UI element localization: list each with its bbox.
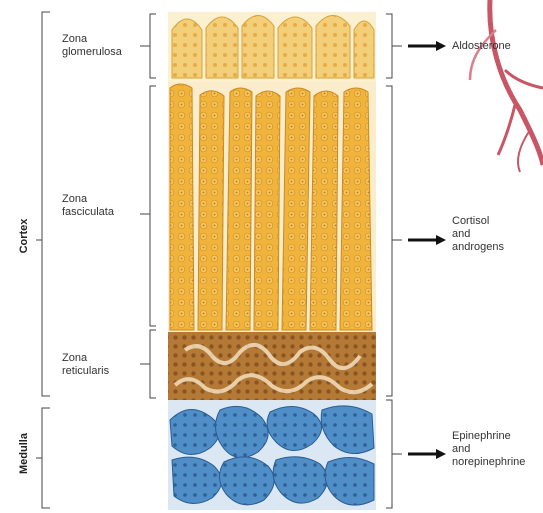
fasciculata-bracket <box>140 86 156 326</box>
zona-fasciculata-label: Zona fasciculata <box>62 193 114 219</box>
zona-glomerulosa-line-1: Zona <box>62 33 122 46</box>
zona-fasciculata-line-2: fasciculata <box>62 206 114 219</box>
medulla-label: Medulla <box>18 434 30 474</box>
cortisol-androgens-label: Cortisol and androgens <box>452 215 504 254</box>
epinephrine-bracket <box>386 400 402 508</box>
cortisol-line-3: androgens <box>452 241 504 254</box>
zona-glomerulosa-line-2: glomerulosa <box>62 46 122 59</box>
glomerulosa-bracket <box>140 14 156 78</box>
arrow-epinephrine-icon <box>408 449 446 459</box>
cortex-label: Cortex <box>18 216 30 256</box>
blood-vessel-illustration <box>470 0 543 172</box>
cortisol-bracket <box>386 86 402 396</box>
zona-reticularis-line-2: reticularis <box>62 365 109 378</box>
epinephrine-line-2: and <box>452 443 525 456</box>
epinephrine-line-3: norepinephrine <box>452 456 525 469</box>
zona-fasciculata-line-1: Zona <box>62 193 114 206</box>
cortisol-line-2: and <box>452 228 504 241</box>
epinephrine-line-1: Epinephrine <box>452 430 525 443</box>
aldosterone-line-1: Aldosterone <box>452 40 511 53</box>
arrow-cortisol-icon <box>408 235 446 245</box>
epinephrine-norepinephrine-label: Epinephrine and norepinephrine <box>452 430 525 469</box>
zona-glomerulosa-label: Zona glomerulosa <box>62 33 122 59</box>
aldosterone-bracket <box>386 14 402 78</box>
zona-reticularis-line-1: Zona <box>62 352 109 365</box>
cortisol-line-1: Cortisol <box>452 215 504 228</box>
zona-reticularis-label: Zona reticularis <box>62 352 109 378</box>
aldosterone-label: Aldosterone <box>452 40 511 53</box>
tissue-column <box>168 12 376 510</box>
arrow-aldosterone-icon <box>408 41 446 51</box>
reticularis-bracket <box>140 330 156 398</box>
cortex-bracket <box>36 12 50 396</box>
medulla-bracket <box>36 408 50 508</box>
